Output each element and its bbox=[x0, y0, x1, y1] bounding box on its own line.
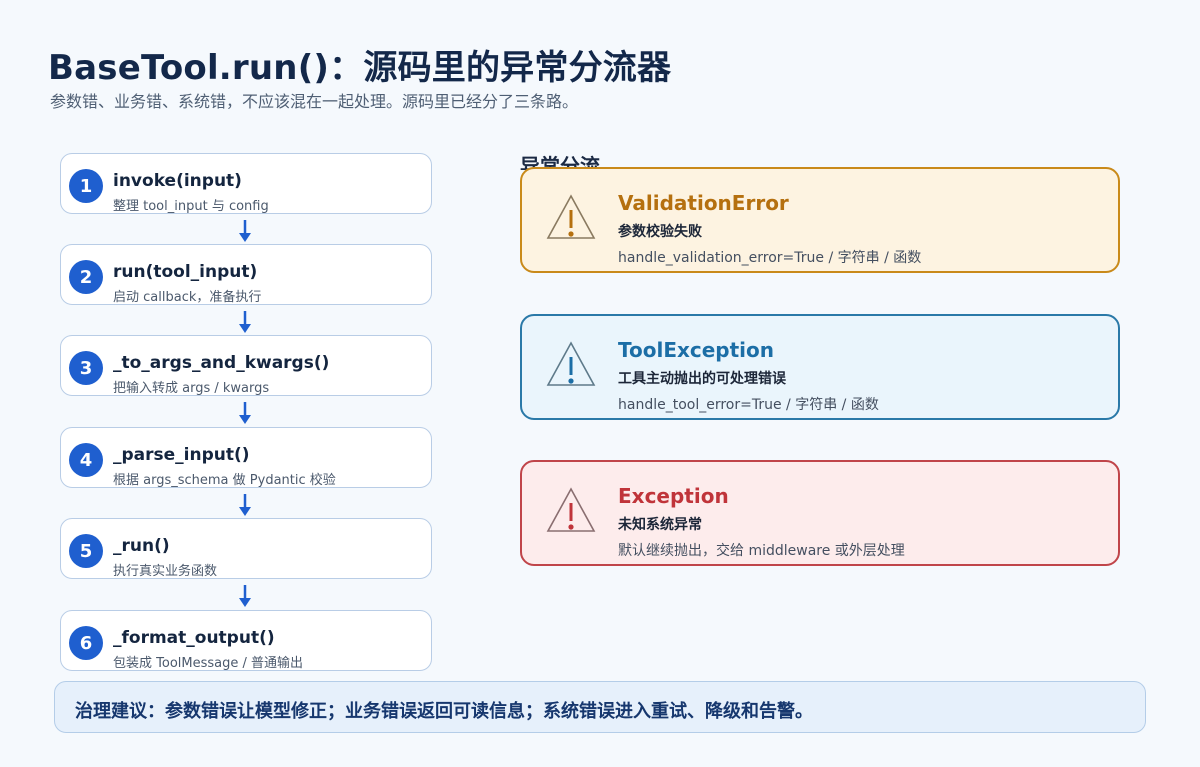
step-title: _parse_input() bbox=[113, 445, 250, 465]
warning-triangle-icon bbox=[546, 487, 596, 532]
flow-step-parse-input: 4 _parse_input() 根据 args_schema 做 Pydant… bbox=[60, 427, 432, 488]
flow-step-invoke: 1 invoke(input) 整理 tool_input 与 config bbox=[60, 153, 432, 214]
down-arrow-icon bbox=[239, 585, 251, 607]
step-title: _run() bbox=[113, 536, 170, 556]
governance-advice-banner: 治理建议：参数错误让模型修正；业务错误返回可读信息；系统错误进入重试、降级和告警… bbox=[54, 681, 1146, 733]
step-description: 整理 tool_input 与 config bbox=[113, 199, 269, 214]
page-title: BaseTool.run()：源码里的异常分流器 bbox=[48, 48, 672, 88]
step-number-badge: 5 bbox=[69, 534, 103, 568]
down-arrow-icon bbox=[239, 311, 251, 333]
exception-handling-option: 默认继续抛出，交给 middleware 或外层处理 bbox=[618, 543, 905, 559]
step-title: _format_output() bbox=[113, 628, 275, 648]
flow-step-run: 2 run(tool_input) 启动 callback，准备执行 bbox=[60, 244, 432, 305]
step-title: run(tool_input) bbox=[113, 262, 258, 282]
exception-card-tool-exception: ToolException 工具主动抛出的可处理错误 handle_tool_e… bbox=[520, 314, 1120, 420]
step-number-badge: 1 bbox=[69, 169, 103, 203]
step-description: 包装成 ToolMessage / 普通输出 bbox=[113, 656, 304, 671]
exception-summary: 工具主动抛出的可处理错误 bbox=[618, 371, 786, 387]
down-arrow-icon bbox=[239, 220, 251, 242]
flow-step-run-impl: 5 _run() 执行真实业务函数 bbox=[60, 518, 432, 579]
step-number-badge: 4 bbox=[69, 443, 103, 477]
warning-triangle-icon bbox=[546, 341, 596, 386]
warning-triangle-icon bbox=[546, 194, 596, 239]
step-description: 执行真实业务函数 bbox=[113, 564, 218, 579]
step-title: _to_args_and_kwargs() bbox=[113, 353, 330, 373]
exception-card-generic-exception: Exception 未知系统异常 默认继续抛出，交给 middleware 或外… bbox=[520, 460, 1120, 566]
exception-type-title: Exception bbox=[618, 484, 729, 508]
exception-summary: 未知系统异常 bbox=[618, 517, 702, 533]
flow-step-format-output: 6 _format_output() 包装成 ToolMessage / 普通输… bbox=[60, 610, 432, 671]
step-description: 把输入转成 args / kwargs bbox=[113, 381, 270, 396]
page-subtitle: 参数错、业务错、系统错，不应该混在一起处理。源码里已经分了三条路。 bbox=[50, 92, 579, 111]
exception-handling-option: handle_validation_error=True / 字符串 / 函数 bbox=[618, 250, 922, 266]
exception-handling-option: handle_tool_error=True / 字符串 / 函数 bbox=[618, 397, 879, 413]
exception-card-validation-error: ValidationError 参数校验失败 handle_validation… bbox=[520, 167, 1120, 273]
exception-type-title: ValidationError bbox=[618, 191, 789, 215]
step-number-badge: 2 bbox=[69, 260, 103, 294]
step-description: 根据 args_schema 做 Pydantic 校验 bbox=[113, 473, 336, 488]
step-number-badge: 6 bbox=[69, 626, 103, 660]
step-number-badge: 3 bbox=[69, 351, 103, 385]
down-arrow-icon bbox=[239, 402, 251, 424]
step-title: invoke(input) bbox=[113, 171, 242, 191]
flow-step-to-args: 3 _to_args_and_kwargs() 把输入转成 args / kwa… bbox=[60, 335, 432, 396]
exception-type-title: ToolException bbox=[618, 338, 775, 362]
governance-advice-text: 治理建议：参数错误让模型修正；业务错误返回可读信息；系统错误进入重试、降级和告警… bbox=[75, 701, 813, 722]
down-arrow-icon bbox=[239, 494, 251, 516]
step-description: 启动 callback，准备执行 bbox=[113, 290, 262, 305]
exception-branch-label: 异常分流 bbox=[520, 154, 600, 170]
exception-summary: 参数校验失败 bbox=[618, 224, 702, 240]
